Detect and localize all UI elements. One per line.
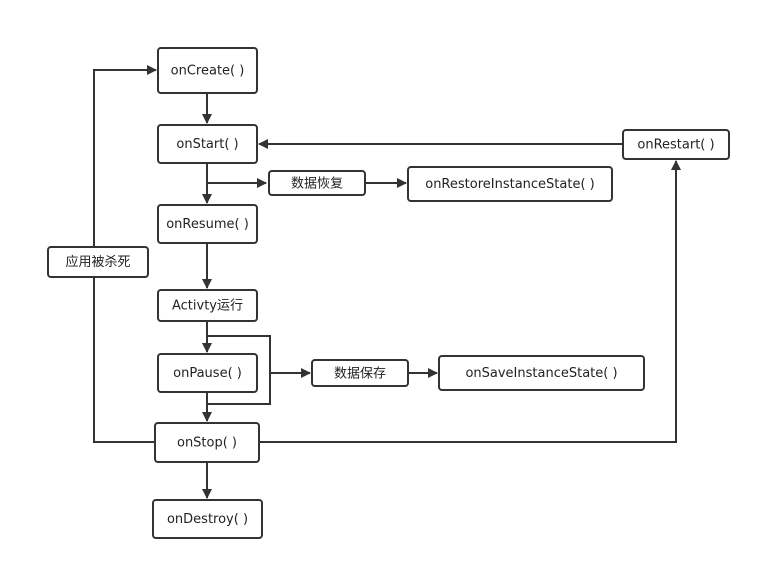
- node-data-restore: 数据恢复: [268, 170, 366, 196]
- node-data-save: 数据保存: [311, 359, 409, 387]
- node-activity-running: Activty运行: [157, 289, 258, 322]
- edge-stop-to-app-killed: [93, 277, 155, 443]
- edge-app-killed-to-create: [93, 65, 157, 247]
- node-on-create-label: onCreate( ): [171, 64, 245, 79]
- node-on-pause: onPause( ): [157, 353, 258, 393]
- edge-stop-to-restart: [259, 160, 681, 443]
- node-on-restore-instance-state: onRestoreInstanceState( ): [407, 166, 613, 202]
- node-on-resume: onResume( ): [157, 204, 258, 244]
- node-on-stop: onStop( ): [154, 422, 260, 463]
- node-on-destroy: onDestroy( ): [152, 499, 263, 539]
- node-activity-running-label: Activty运行: [172, 299, 243, 314]
- node-data-restore-label: 数据恢复: [291, 177, 343, 192]
- node-on-save-instance-state: onSaveInstanceState( ): [438, 355, 645, 391]
- node-on-destroy-label: onDestroy( ): [167, 512, 248, 527]
- node-on-stop-label: onStop( ): [177, 436, 237, 451]
- node-on-start-label: onStart( ): [176, 137, 238, 152]
- node-on-save-instance-state-label: onSaveInstanceState( ): [465, 366, 617, 381]
- node-on-restart-label: onRestart( ): [637, 138, 714, 153]
- node-app-killed: 应用被杀死: [47, 246, 149, 278]
- node-on-resume-label: onResume( ): [166, 217, 249, 232]
- node-app-killed-label: 应用被杀死: [65, 254, 130, 270]
- edge-pause-loop: [207, 335, 271, 405]
- node-on-start: onStart( ): [157, 124, 258, 164]
- node-on-create: onCreate( ): [157, 47, 258, 94]
- edges: [93, 65, 681, 499]
- node-on-restore-instance-state-label: onRestoreInstanceState( ): [425, 177, 595, 192]
- node-on-pause-label: onPause( ): [173, 366, 242, 381]
- node-data-save-label: 数据保存: [334, 367, 386, 382]
- node-on-restart: onRestart( ): [622, 129, 730, 160]
